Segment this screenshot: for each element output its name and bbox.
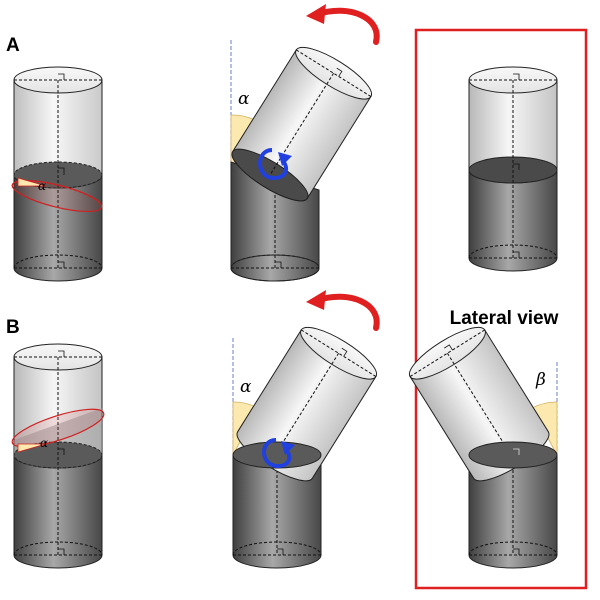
beta-label: β	[535, 370, 546, 390]
twist-arrow-icon	[262, 438, 295, 469]
cylinder-a-left: α	[11, 66, 103, 282]
alpha-label-b-left: α	[40, 436, 48, 450]
cylinder-b-middle: α	[232, 290, 380, 569]
alpha-label-a-left: α	[38, 179, 46, 193]
cylinder-a-lateral	[468, 66, 558, 272]
panel-label-b: B	[6, 317, 20, 338]
twist-arrow-icon	[258, 148, 292, 181]
curved-arrow-icon	[306, 4, 380, 45]
curved-arrow-icon	[306, 290, 380, 331]
alpha-label-a-middle: α	[238, 89, 250, 109]
panel-label-a: A	[6, 35, 20, 56]
cylinder-b-lateral: β	[408, 326, 558, 569]
cylinder-a-middle: α	[230, 4, 380, 282]
lateral-view-frame	[414, 28, 588, 590]
cylinder-b-left: α	[11, 343, 105, 569]
lateral-view-title: Lateral view	[450, 308, 559, 329]
alpha-label-b-middle: α	[240, 377, 252, 397]
